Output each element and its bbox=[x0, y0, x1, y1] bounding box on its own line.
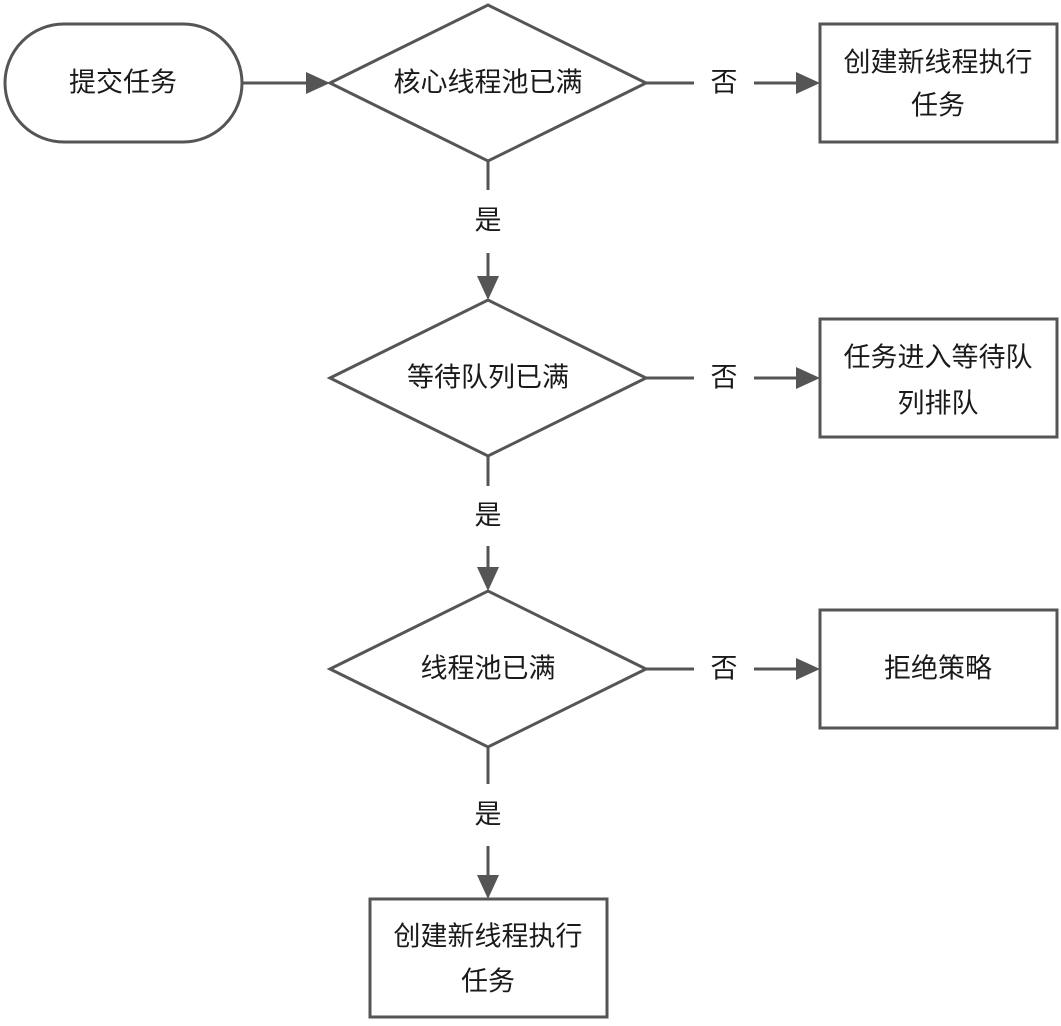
edge-start-to-d1 bbox=[242, 72, 330, 94]
arrowhead bbox=[306, 72, 330, 94]
edge-d1-yes: 是 bbox=[475, 161, 502, 300]
start-label: 提交任务 bbox=[69, 68, 177, 99]
decision-queue-full: 等待队列已满 bbox=[326, 298, 650, 458]
process-label-line2: 列排队 bbox=[898, 389, 979, 420]
edge-d2-yes: 是 bbox=[475, 456, 502, 591]
arrowhead bbox=[796, 367, 820, 389]
edge-d2-no: 否 bbox=[646, 363, 820, 394]
edge-label-yes: 是 bbox=[475, 501, 502, 532]
process-label-line1: 创建新线程执行 bbox=[394, 922, 583, 953]
edge-label-yes: 是 bbox=[475, 800, 502, 831]
decision-label: 等待队列已满 bbox=[407, 363, 569, 394]
process-label: 拒绝策略 bbox=[884, 654, 992, 685]
start-node: 提交任务 bbox=[3, 22, 244, 144]
decision-label: 线程池已满 bbox=[421, 654, 556, 685]
arrowhead bbox=[477, 567, 499, 591]
decision-pool-full: 线程池已满 bbox=[326, 589, 650, 749]
process-label-line2: 任务 bbox=[911, 91, 965, 122]
process-reject-policy: 拒绝策略 bbox=[818, 608, 1059, 730]
process-box bbox=[818, 608, 1059, 730]
process-create-thread-2: 创建新线程执行 任务 bbox=[368, 897, 609, 1019]
arrowhead bbox=[477, 875, 499, 899]
process-label-line1: 任务进入等待队 bbox=[844, 343, 1033, 374]
process-label-line1: 创建新线程执行 bbox=[844, 48, 1033, 79]
process-enqueue-task: 任务进入等待队 列排队 bbox=[818, 317, 1059, 439]
arrowhead bbox=[477, 276, 499, 300]
process-label-line2: 任务 bbox=[461, 967, 515, 998]
edge-d1-no: 否 bbox=[646, 68, 820, 99]
process-box bbox=[818, 22, 1059, 144]
edge-label-no: 否 bbox=[711, 68, 738, 99]
process-box bbox=[368, 897, 609, 1019]
arrowhead bbox=[796, 72, 820, 94]
edge-label-no: 否 bbox=[711, 363, 738, 394]
decision-label: 核心线程池已满 bbox=[394, 68, 583, 99]
process-box bbox=[818, 317, 1059, 439]
edge-d3-yes: 是 bbox=[475, 747, 502, 899]
arrowhead bbox=[796, 658, 820, 680]
edge-label-no: 否 bbox=[711, 654, 738, 685]
edge-d3-no: 否 bbox=[646, 654, 820, 685]
edge-label-yes: 是 bbox=[475, 206, 502, 237]
process-create-thread-1: 创建新线程执行 任务 bbox=[818, 22, 1059, 144]
decision-core-pool-full: 核心线程池已满 bbox=[326, 3, 650, 163]
